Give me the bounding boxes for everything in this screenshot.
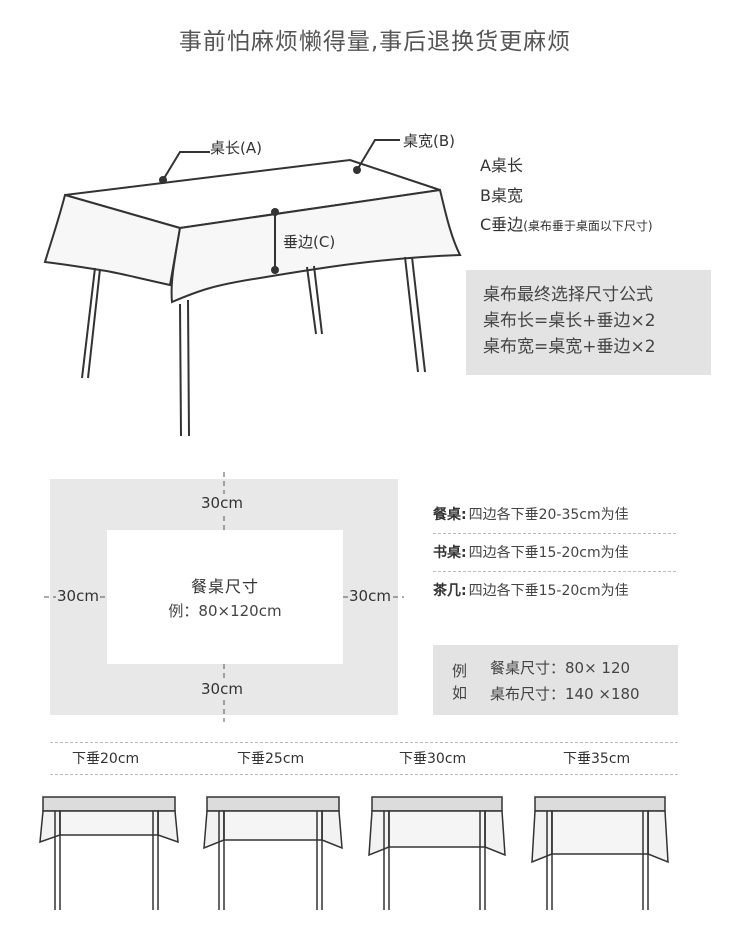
formula-length: 桌布长=桌长+垂边×2 (483, 311, 656, 331)
dining-table-size-title: 餐桌尺寸 (190, 577, 259, 596)
legend-a: A桌长 (480, 156, 523, 175)
drop-row-divider (50, 774, 678, 775)
legend-c-main: C垂边 (480, 215, 524, 234)
page-title: 事前怕麻烦懒得量,事后退换货更麻烦 (178, 29, 572, 55)
margin-bottom: 30cm (201, 680, 243, 698)
spec-row-desk: 书桌:四边各下垂15-20cm为佳 (433, 534, 676, 570)
dining-table-size-example: 例：80×120cm (168, 602, 282, 620)
margin-top: 30cm (201, 494, 243, 512)
label-table-length: 桌长(A) (210, 139, 262, 157)
divider (433, 571, 676, 572)
legend-c-note: (桌布垂于桌面以下尺寸) (523, 219, 653, 233)
drop-label-30: 下垂30cm (399, 751, 467, 767)
label-drop: 垂边(C) (283, 233, 336, 251)
drop-row-divider (50, 742, 678, 743)
drop-label-35: 下垂35cm (563, 751, 631, 767)
drop-label-20: 下垂20cm (72, 751, 140, 767)
legend-c: C垂边(桌布垂于桌面以下尺寸) (480, 211, 653, 235)
example-label-2: 如 (452, 684, 468, 702)
example-label-1: 例 (452, 662, 468, 680)
example-line-2: 桌布尺寸：140 ×180 (490, 685, 640, 703)
spec-desc: 四边各下垂15-20cm为佳 (468, 545, 629, 561)
spec-type: 书桌: (433, 545, 467, 561)
formula-heading: 桌布最终选择尺寸公式 (483, 285, 653, 305)
margin-right: 30cm (349, 587, 391, 605)
drop-label-25: 下垂25cm (237, 751, 305, 767)
spec-row-dining: 餐桌:四边各下垂20-35cm为佳 (433, 496, 676, 532)
spec-type: 餐桌: (433, 507, 467, 523)
spec-desc: 四边各下垂15-20cm为佳 (468, 583, 629, 599)
formula-box: 桌布最终选择尺寸公式 桌布长=桌长+垂边×2 桌布宽=桌宽+垂边×2 (466, 270, 711, 375)
spec-desc: 四边各下垂20-35cm为佳 (468, 507, 629, 523)
spec-row-coffee-table: 茶几:四边各下垂15-20cm为佳 (433, 572, 676, 608)
formula-width: 桌布宽=桌宽+垂边×2 (483, 337, 656, 357)
size-diagram-table (107, 530, 343, 664)
example-line-1: 餐桌尺寸：80× 120 (490, 659, 631, 677)
example-box (433, 645, 678, 715)
margin-left: 30cm (57, 587, 99, 605)
legend-b: B桌宽 (480, 186, 523, 205)
label-table-width: 桌宽(B) (403, 132, 455, 150)
spec-type: 茶几: (433, 583, 467, 599)
divider (433, 533, 676, 534)
